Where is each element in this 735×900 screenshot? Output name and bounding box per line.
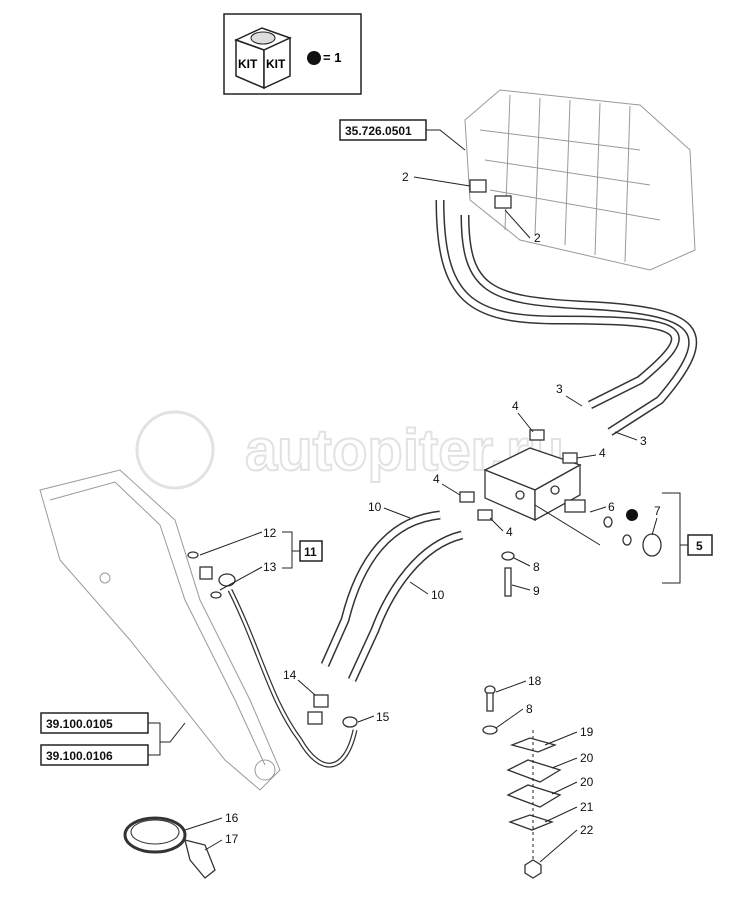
svg-text:11: 11 (304, 545, 317, 559)
svg-text:17: 17 (225, 832, 239, 846)
svg-text:4: 4 (506, 525, 513, 539)
fitting-2b (494, 195, 512, 209)
svg-text:35.726.0501: 35.726.0501 (345, 124, 412, 138)
svg-text:14: 14 (283, 668, 297, 682)
svg-text:8: 8 (533, 560, 540, 574)
reference-boom-2[interactable]: 39.100.0106 (40, 744, 149, 766)
svg-text:2: 2 (534, 231, 541, 245)
svg-text:16: 16 (225, 811, 239, 825)
svg-text:KIT: KIT (238, 57, 258, 71)
control-valve (464, 89, 696, 271)
svg-text:10: 10 (368, 500, 382, 514)
svg-text:3: 3 (640, 434, 647, 448)
svg-text:20: 20 (580, 751, 594, 765)
valve-block (459, 429, 662, 597)
reference-boom-1[interactable]: 39.100.0105 (40, 712, 149, 734)
svg-text:7: 7 (654, 504, 661, 518)
boom-arm (39, 469, 281, 791)
kit-dot-icon (626, 509, 638, 521)
svg-text:2: 2 (402, 170, 409, 184)
svg-text:18: 18 (528, 674, 542, 688)
svg-text:KIT: KIT (266, 57, 286, 71)
hose-clamp (123, 816, 216, 879)
svg-text:3: 3 (556, 382, 563, 396)
svg-text:39.100.0106: 39.100.0106 (46, 749, 113, 763)
svg-text:6: 6 (608, 500, 615, 514)
svg-text:4: 4 (433, 472, 440, 486)
svg-text:5: 5 (696, 539, 703, 553)
svg-text:4: 4 (512, 399, 519, 413)
svg-text:10: 10 (431, 588, 445, 602)
hoses-upper (435, 179, 698, 436)
svg-text:15: 15 (376, 710, 390, 724)
group-11[interactable]: 11 (299, 540, 323, 562)
kit-box-icon (234, 27, 292, 90)
svg-text:19: 19 (580, 725, 594, 739)
svg-text:8: 8 (526, 702, 533, 716)
svg-text:13: 13 (263, 560, 277, 574)
fitting-2a (469, 179, 487, 193)
svg-text:= 1: = 1 (323, 50, 341, 65)
svg-text:9: 9 (533, 584, 540, 598)
reference-valve[interactable]: 35.726.0501 (339, 119, 466, 151)
svg-text:39.100.0105: 39.100.0105 (46, 717, 113, 731)
svg-text:20: 20 (580, 775, 594, 789)
kit-legend: KIT KIT = 1 (223, 13, 362, 95)
callouts: 2 2 3 3 4 4 4 4 10 10 6 7 8 9 12 13 14 1… (184, 170, 661, 863)
svg-text:12: 12 (263, 526, 277, 540)
svg-text:4: 4 (599, 446, 606, 460)
group-5[interactable]: 5 (687, 534, 713, 556)
clamp-stack (482, 685, 562, 879)
svg-text:22: 22 (580, 823, 594, 837)
svg-text:21: 21 (580, 800, 594, 814)
hoses-lower (187, 510, 464, 768)
kit-dot-icon (307, 51, 321, 65)
